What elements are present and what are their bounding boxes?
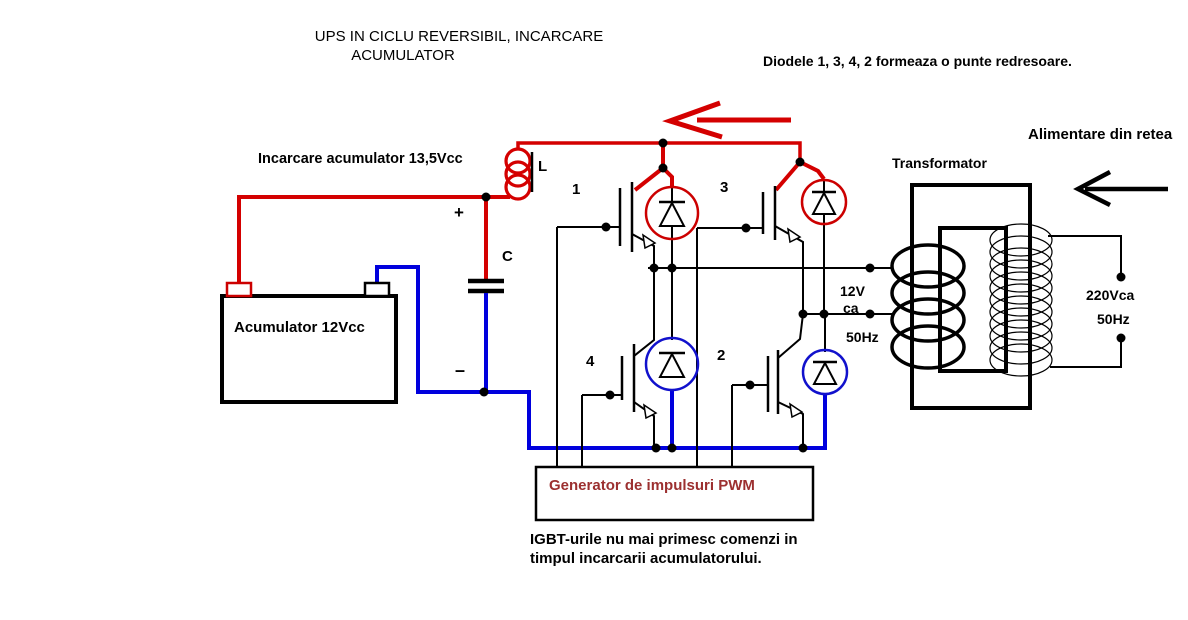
battery-current-arrow-icon [662,100,791,140]
battery-label: Acumulator 12Vcc [234,319,365,336]
charging-voltage-label: Incarcare acumulator 13,5Vcc [258,151,463,167]
secondary-frequency-label: 50Hz [1097,311,1130,327]
diode-1-symbol [644,185,700,268]
diodes-note: Diodele 1, 3, 4, 2 formeaza o punte redr… [763,53,1072,69]
battery-positive-terminal [225,281,253,298]
secondary-voltage-label: 220Vca [1086,287,1135,303]
page-title-line1: UPS IN CICLU REVERSIBIL, INCARCARE [314,28,604,45]
igbt-1-symbol [556,182,657,467]
primary-ac-label: ca [843,300,859,316]
igbt-3-symbol [696,186,804,467]
transformer-core [938,226,1008,373]
junction-dots [479,138,1126,453]
igbt-1-label: 1 [572,181,581,198]
igbt-note-line1: IGBT-urile nu mai primesc comenzi in [530,531,798,548]
capacitor-symbol [468,278,504,294]
pwm-generator-label: Generator de impulsuri PWM [549,477,755,494]
transformer-label: Transformator [892,155,987,171]
igbt-2-symbol [731,313,804,467]
secondary-wires [1048,235,1122,368]
battery-negative-terminal [363,281,391,298]
page-title-line2: ACUMULATOR [351,47,455,64]
minus-polarity-label: – [455,360,466,380]
igbt-4-label: 4 [586,353,595,370]
mains-supply-label: Alimentare din retea [1028,126,1173,143]
diode-3-symbol [800,178,848,314]
secondary-coil [989,223,1053,377]
inductor-label: L [538,158,548,175]
diode-2-symbol [801,314,849,396]
primary-coil [890,243,966,370]
battery [220,281,398,404]
diode-4-symbol [644,268,700,392]
pwm-generator-box [534,465,815,522]
plus-polarity-label: + [454,203,464,222]
inductor-coil [504,147,534,201]
dc-negative-wire [375,265,827,450]
igbt-4-symbol [581,268,658,467]
primary-frequency-label: 50Hz [846,329,879,345]
mains-supply-arrow-icon [1073,170,1168,208]
primary-voltage-label: 12V [840,283,865,299]
capacitor-label: C [502,248,513,265]
igbt-2-label: 2 [717,347,726,364]
igbt-note-line2: timpul incarcarii acumulatorului. [530,550,762,567]
bridge-output-rails [648,267,893,315]
transformer [890,183,1122,410]
igbt-3-label: 3 [720,179,729,196]
